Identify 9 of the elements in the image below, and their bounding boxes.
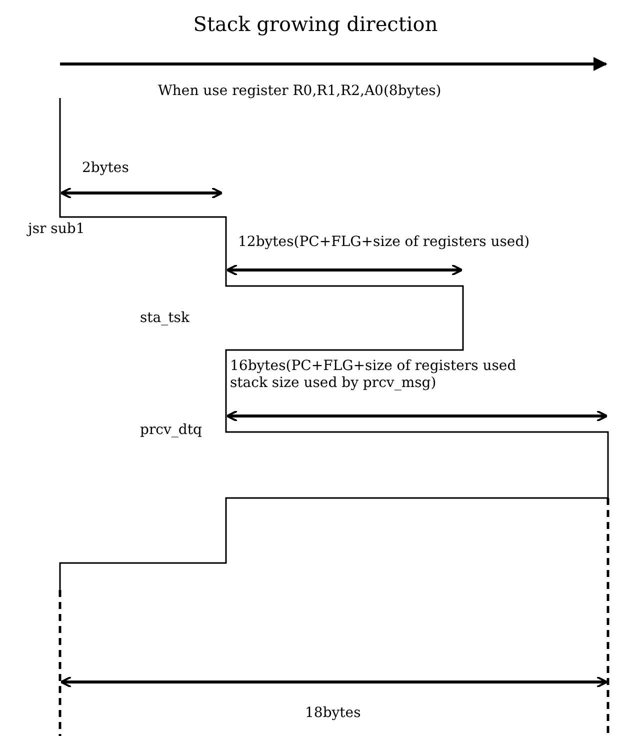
- call-label: sta_tsk: [140, 310, 190, 327]
- note-text: When use register R0,R1,R2,A0(8bytes): [158, 83, 442, 100]
- dimension-label: 2bytes: [82, 160, 129, 177]
- call-label: jsr sub1: [28, 221, 85, 238]
- dimension-label: 16bytes(PC+FLG+size of registers used stack size used by prcv_msg): [230, 358, 518, 392]
- heading: Stack growing direction: [192, 12, 439, 36]
- call-label: prcv_dtq: [140, 422, 202, 439]
- dimension-label: 12bytes(PC+FLG+size of registers used): [238, 234, 530, 251]
- dimension-label: 18bytes: [305, 705, 361, 722]
